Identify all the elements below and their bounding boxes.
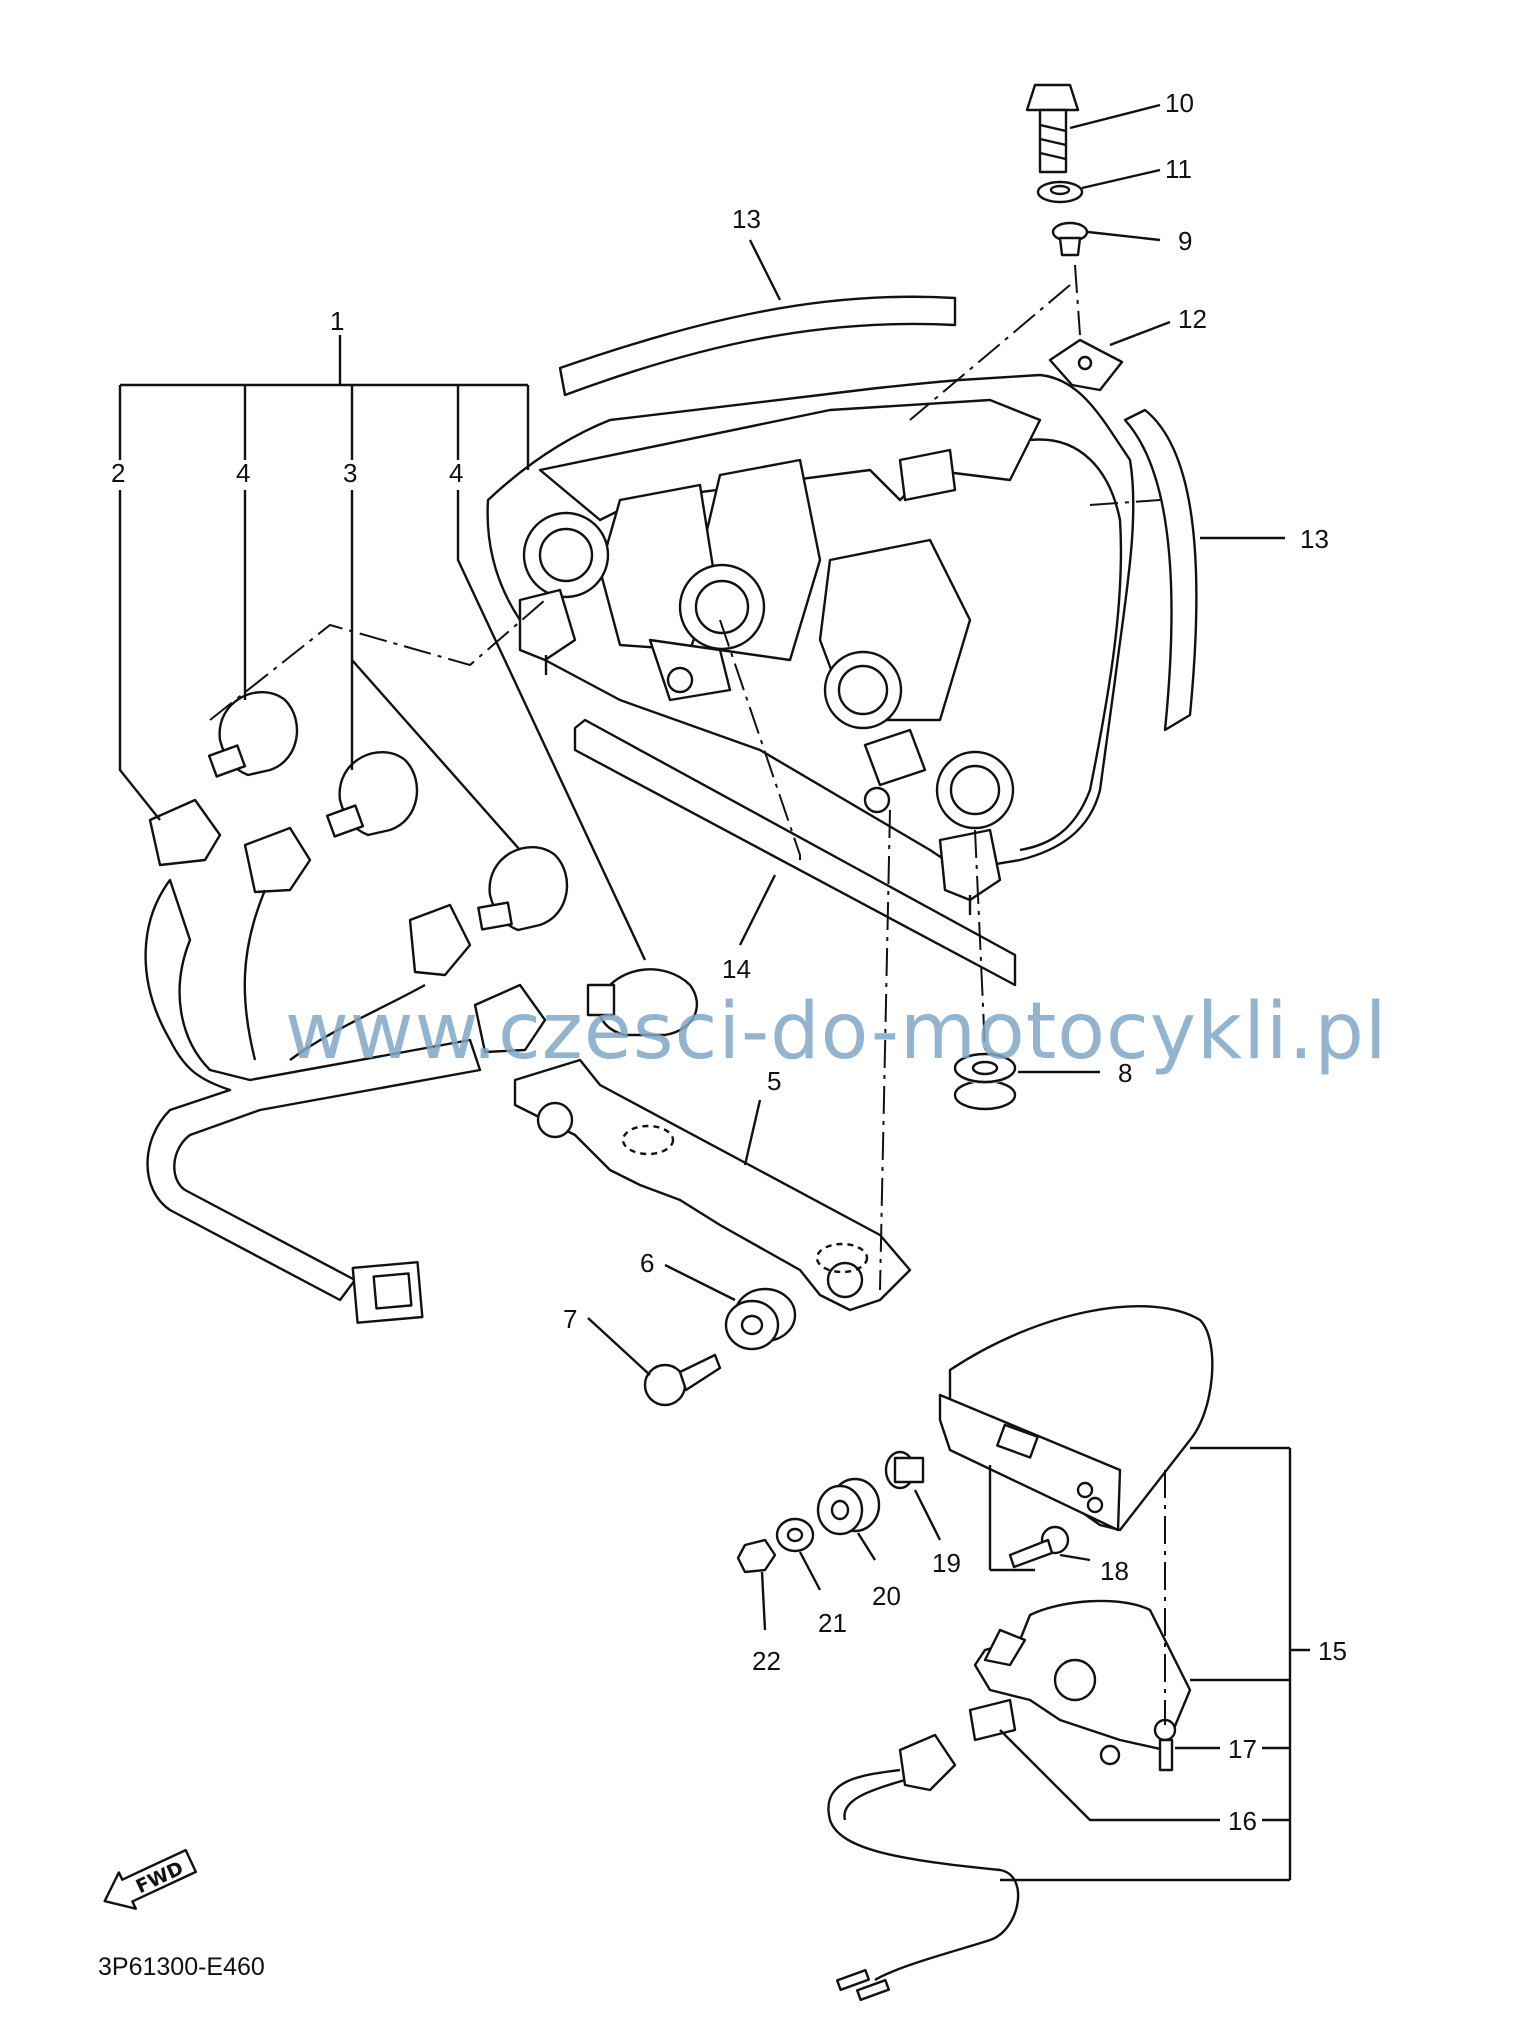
drawing-code: 3P61300-E460: [98, 1953, 265, 1981]
bracket-assembly: [513, 1058, 912, 1407]
callout-17: 17: [1228, 1734, 1257, 1764]
callout-10: 10: [1165, 88, 1194, 118]
callout-11: 11: [1165, 154, 1192, 184]
callout-2: 2: [111, 458, 125, 488]
fwd-arrow-icon: FWD: [103, 1848, 198, 1910]
callout-13a: 13: [732, 204, 761, 234]
callout-3: 3: [343, 458, 357, 488]
callout-14: 14: [722, 954, 751, 984]
leader-lines: [118, 103, 1310, 1882]
callout-21: 21: [818, 1608, 847, 1638]
callout-22: 22: [752, 1646, 781, 1676]
callout-6: 6: [640, 1248, 654, 1278]
callout-8: 8: [1118, 1058, 1132, 1088]
watermark-text: www.czesci-do-motocykli.pl: [285, 987, 1388, 1077]
callout-20: 20: [872, 1581, 901, 1611]
callout-19: 19: [932, 1548, 961, 1578]
bulbs-and-harness: [144, 690, 699, 1324]
callout-9: 9: [1178, 226, 1192, 256]
screw-stack: [1025, 83, 1124, 392]
callout-7: 7: [563, 1304, 577, 1334]
callout-12: 12: [1178, 304, 1207, 334]
callout-1: 1: [330, 306, 344, 336]
callout-18: 18: [1100, 1556, 1129, 1586]
grommet: [953, 1052, 1017, 1111]
seal-strips: [558, 295, 1198, 987]
callout-5: 5: [767, 1066, 781, 1096]
license-lamp-assembly: [736, 1305, 1214, 2002]
callout-16: 16: [1228, 1806, 1257, 1836]
callout-13b: 13: [1300, 524, 1329, 554]
callout-15: 15: [1318, 1636, 1347, 1666]
callout-4b: 4: [449, 458, 463, 488]
callout-labels: 1 2 3 4 4 5 6 7 8 9 10 11 12 13 13 14 15…: [111, 88, 1347, 1836]
callout-4a: 4: [236, 458, 250, 488]
tail-light-housing: [486, 373, 1135, 915]
